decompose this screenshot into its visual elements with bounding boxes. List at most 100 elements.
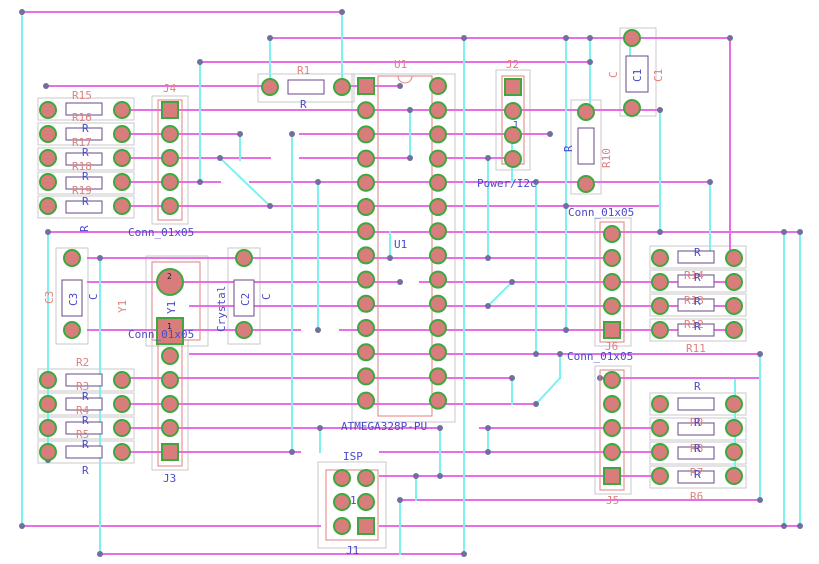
resistor-pad — [725, 321, 743, 339]
j4-ref: J4 — [163, 82, 177, 95]
u1-pad — [357, 125, 375, 144]
r1-outline — [257, 73, 355, 103]
j3-pad — [161, 371, 179, 389]
u1-pad — [357, 294, 375, 313]
u1-pad — [357, 198, 375, 216]
r3-body — [65, 397, 103, 411]
r12-body — [677, 298, 715, 312]
resistor-pad — [39, 125, 57, 143]
j1-pad — [333, 493, 351, 511]
resistor-pad — [725, 395, 743, 413]
r1-pad — [261, 78, 279, 96]
u1-pad — [429, 319, 447, 337]
r7-value: R — [694, 442, 701, 455]
resistor-pad — [113, 395, 131, 413]
u1-pad — [429, 246, 447, 265]
j5-outline — [594, 365, 632, 495]
resistor-pad — [113, 125, 131, 143]
pads — [39, 29, 743, 535]
resistor-pad — [39, 197, 57, 215]
j4-body — [157, 99, 183, 221]
y1-ref: Y1 — [165, 301, 178, 314]
r1-ref: R1 — [297, 64, 310, 77]
r2-ref: R2 — [76, 356, 89, 369]
r2-value: R — [82, 390, 89, 403]
y1-pin1: 1 — [167, 322, 172, 331]
r17-value: R — [82, 170, 89, 183]
component-bodies — [61, 55, 715, 541]
r10-ref: R10 — [600, 148, 613, 168]
j4-outline — [151, 95, 189, 225]
c3-pad — [63, 249, 81, 267]
c2-outline — [227, 247, 261, 345]
r3-value: R — [82, 414, 89, 427]
r15-ref: R15 — [72, 89, 92, 102]
u1-pad — [429, 294, 447, 313]
u1-value: ATMEGA328P-PU — [341, 420, 427, 433]
r8-body — [677, 422, 715, 436]
c1-ref-side: C1 — [652, 69, 665, 82]
u1-pad — [357, 343, 375, 362]
r13-value: R — [694, 271, 701, 284]
resistor-pad — [651, 419, 669, 437]
r14-outline — [649, 245, 747, 269]
resistor-pad — [725, 443, 743, 461]
r19-value: R — [78, 225, 91, 232]
u1-pad — [357, 391, 375, 410]
j4-pad — [161, 173, 179, 191]
r4-body — [65, 421, 103, 435]
crystal-pads — [156, 268, 184, 345]
r17-ref: R17 — [72, 136, 92, 149]
u1-pad — [429, 101, 447, 120]
j3-pad — [161, 443, 179, 461]
resistor-pad — [725, 249, 743, 267]
j2-pad — [504, 102, 522, 120]
j5-pad — [603, 467, 621, 485]
resistor-pad — [725, 419, 743, 437]
r18-ref: R18 — [72, 160, 92, 173]
resistor-pad — [651, 395, 669, 413]
u1-pad — [357, 367, 375, 386]
j3-pad — [161, 395, 179, 413]
c3-body — [61, 279, 83, 317]
r15-value: R — [82, 122, 89, 135]
j3-pad — [161, 347, 179, 365]
r1-body — [287, 79, 325, 95]
c1-pad — [623, 29, 641, 47]
j1-body — [325, 469, 379, 541]
r10-outline — [570, 99, 602, 195]
vias — [19, 9, 803, 557]
u1-pad — [429, 149, 447, 168]
r10-pad — [577, 175, 595, 193]
r9-outline — [649, 392, 747, 416]
c2-value: C — [260, 293, 273, 300]
u1-pad — [429, 270, 447, 289]
j1-pad — [357, 469, 375, 487]
u1-ref-top: U1 — [394, 58, 407, 71]
c3-ref-side: C3 — [43, 291, 56, 304]
u1-pad — [357, 246, 375, 265]
resistor-pad — [113, 419, 131, 437]
u1-pad — [429, 77, 447, 95]
c2-pad — [235, 321, 253, 339]
u1-pad — [429, 222, 447, 241]
c3-pad — [63, 321, 81, 339]
resistor-pad — [651, 443, 669, 461]
j5-pad — [603, 419, 621, 437]
j3-ref: J3 — [163, 472, 176, 485]
r6-body — [677, 470, 715, 484]
resistor-pad — [39, 101, 57, 119]
r10-value: R — [562, 145, 575, 152]
r6-value: R — [694, 468, 701, 481]
r12-value: R — [694, 295, 701, 308]
r8-ref: R8 — [690, 442, 703, 455]
u1-body — [377, 75, 433, 417]
resistor-pad — [113, 197, 131, 215]
resistor-pad — [651, 297, 669, 315]
u1-pad — [357, 77, 375, 95]
u1-pad — [429, 198, 447, 216]
r9-body — [677, 397, 715, 411]
u1-pad — [357, 173, 375, 192]
